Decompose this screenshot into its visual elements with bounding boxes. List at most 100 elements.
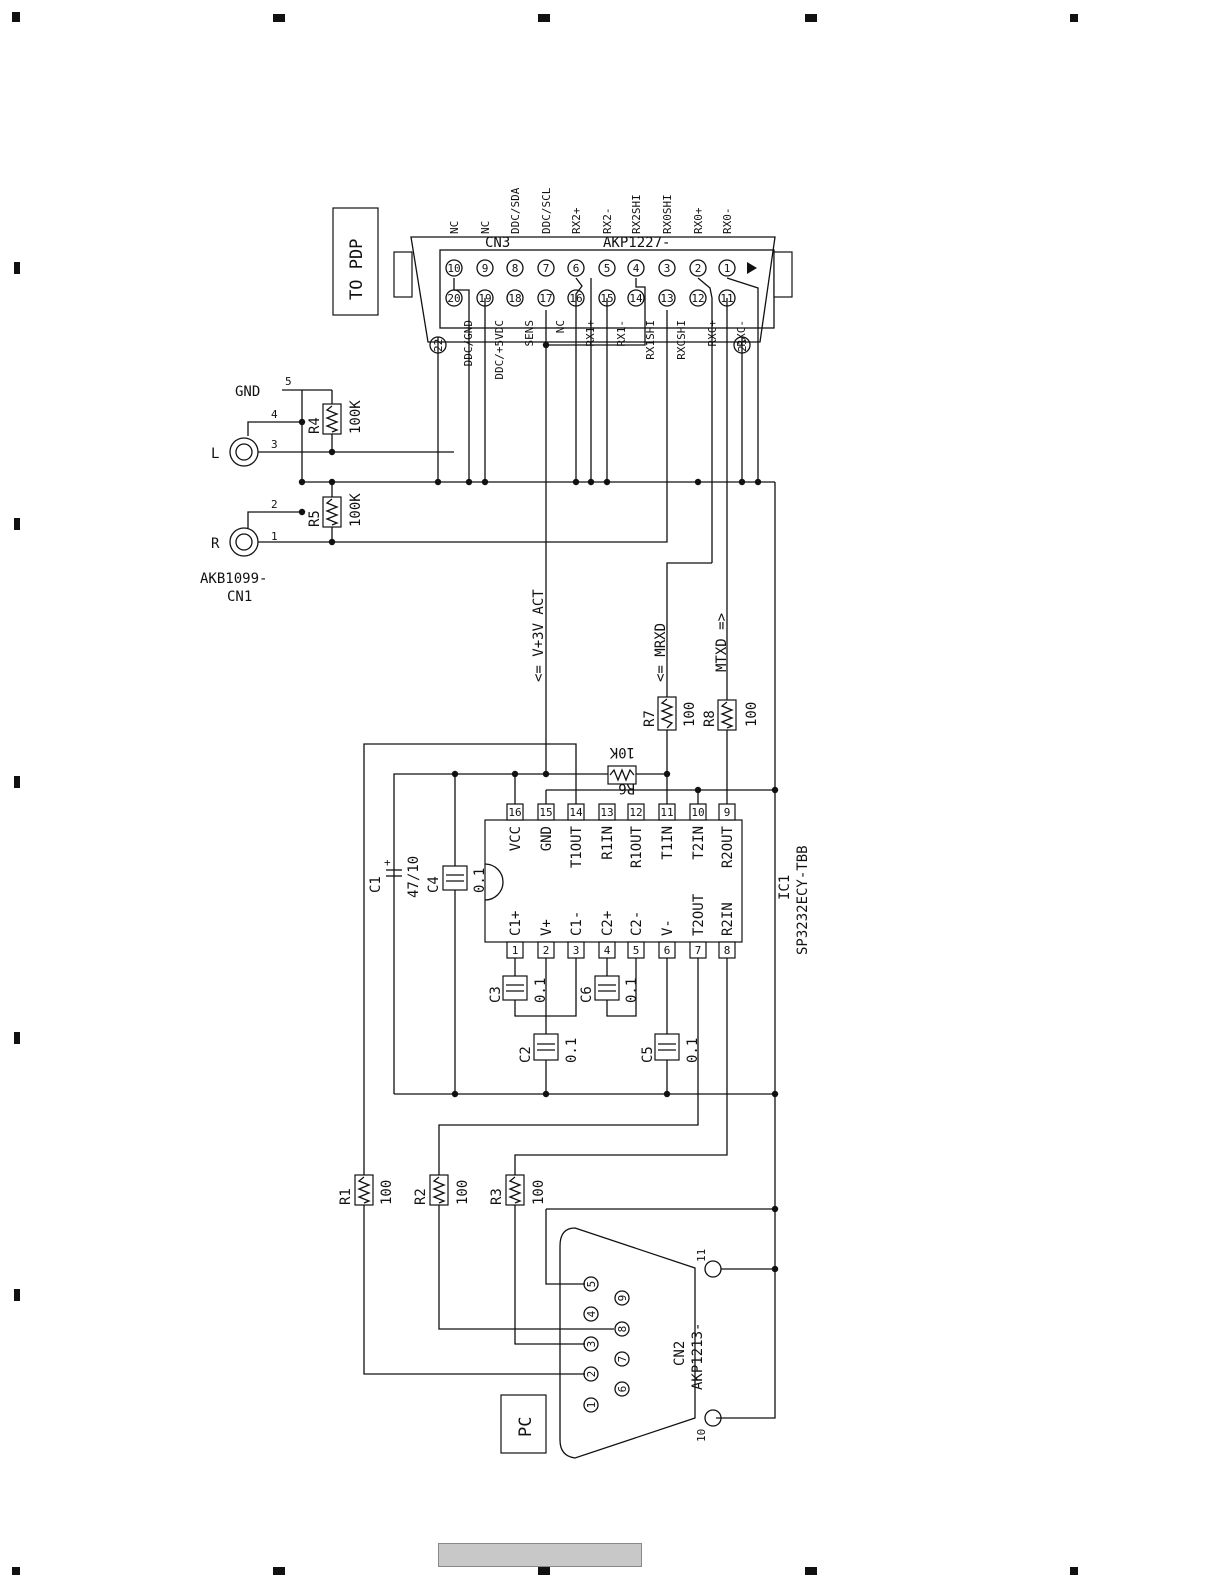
r4-ref: R4 <box>307 417 323 434</box>
r6: R6 10K <box>607 744 637 796</box>
cn3-pin-circle <box>476 259 494 277</box>
cn2-part: AKP1213- <box>690 1323 706 1390</box>
c1-ref: C1 <box>368 876 384 893</box>
ic1-pin-name: VCC <box>508 826 524 851</box>
registration-marks <box>12 12 1078 1575</box>
cn2-pin-circle <box>614 1321 630 1337</box>
ic1-pin-name: R2IN <box>720 902 736 936</box>
cn2-shell-pin-11-label: 11 <box>695 1249 708 1262</box>
cn3-signal-label: NC <box>554 320 567 333</box>
ic1-pin-number: 6 <box>664 944 671 957</box>
ic1-pin-number: 11 <box>660 806 673 819</box>
cn3-connector: TO PDP CN3 AKP1227- 10NC9NC8DDC/SDA7DDC/… <box>332 187 793 380</box>
cn2-pin-number: 3 <box>585 1341 598 1348</box>
ic1-pin-name: T2IN <box>691 826 707 860</box>
cn3-pin-circle <box>537 259 555 277</box>
ic1-pin-number: 14 <box>569 806 583 819</box>
r4-resistor <box>322 403 342 435</box>
cn1-jack: GND 5 4 3 2 1 L R AKB1099- CN1 R4 100K <box>200 375 454 605</box>
left-jack-icon <box>229 437 259 467</box>
cn3-pin-circle <box>598 259 616 277</box>
pc-label: PC <box>516 1417 536 1437</box>
cn3-signal-label: RX0SHI <box>661 194 674 234</box>
ic1-body <box>484 819 743 943</box>
pin1-indicator-icon <box>747 262 757 274</box>
cn1-pin-5: 5 <box>285 375 292 388</box>
cn3-pin-number: 1 <box>724 262 731 275</box>
ic1-pin-box <box>627 803 645 821</box>
cn3-left-ear <box>393 251 413 298</box>
cn2-shell-pin-10 <box>704 1409 722 1427</box>
cn1-left-label: L <box>211 446 219 462</box>
cn3-pin-circle <box>689 259 707 277</box>
cn3-right-ear <box>773 251 793 298</box>
ic1-notch <box>484 863 504 901</box>
r7-r8: R7 100 R8 100 <box>642 696 760 810</box>
r5-ref: R5 <box>307 510 323 527</box>
r8-resistor <box>717 699 737 731</box>
ic1-pin-number: 10 <box>691 806 704 819</box>
cn3-signal-label: RXC- <box>735 320 748 347</box>
ic1-pin-name: T1IN <box>660 826 676 860</box>
pc-box <box>500 1394 547 1454</box>
ic1-pin-name: C2- <box>629 911 645 936</box>
mtxd-signal-label: MTXD => <box>714 613 730 672</box>
ic1-pin-number: 9 <box>724 806 731 819</box>
cn3-pin-number: 7 <box>543 262 550 275</box>
c6-capacitor <box>594 975 620 1001</box>
cn3-signal-label: RX0- <box>721 208 734 235</box>
ic1-pin-number: 16 <box>508 806 521 819</box>
r1-ref: R1 <box>338 1188 354 1205</box>
r6-resistor <box>607 765 637 785</box>
cn2-shell-pin-11 <box>704 1260 722 1278</box>
r1-resistor <box>354 1174 374 1206</box>
r7-value: 100 <box>682 702 698 727</box>
c2-value: 0.1 <box>564 1038 580 1063</box>
cn3-signal-label: DDC/+5VDC <box>493 320 506 380</box>
cn2-pin-circle <box>583 1397 599 1413</box>
cn2-pin-number: 5 <box>585 1281 598 1288</box>
cn3-signal-label: RX2+ <box>570 207 583 234</box>
cn3-pin-number: 6 <box>573 262 580 275</box>
cn2-pin-number: 9 <box>616 1295 629 1302</box>
ic1-top-pins: 16VCC15GND14T1OUT13R1IN12R1OUT11T1IN10T2… <box>506 803 736 868</box>
r3-resistor <box>505 1174 525 1206</box>
cn3-signal-label: NC <box>448 221 461 234</box>
cn3-pin-circle <box>506 289 524 307</box>
cn3-pin-number: 5 <box>604 262 611 275</box>
ic1-pin-name: V+ <box>539 919 555 936</box>
cn3-pin-number: 18 <box>508 292 521 305</box>
cn3-pin-circle <box>627 289 645 307</box>
ic1-top-wiring <box>363 482 779 1419</box>
cn2-pin-number: 2 <box>585 1371 598 1378</box>
ic1-ref: IC1 <box>777 875 793 900</box>
c1-value: 47/10 <box>406 856 422 898</box>
cn3-pin-circle <box>506 259 524 277</box>
cn3-part: AKP1227- <box>603 235 670 251</box>
cn1-gnd-label: GND <box>235 384 260 400</box>
cn3-pin-number: 4 <box>633 262 640 275</box>
cn3-pin-circle <box>537 289 555 307</box>
ic1-part: SP3232ECY-TBB <box>795 845 811 955</box>
cn3-pin-number: 14 <box>629 292 643 305</box>
to-pdp-box <box>332 207 379 316</box>
ic1-pin-name: T2OUT <box>691 893 707 936</box>
cn1-pin-1: 1 <box>271 530 278 543</box>
ic1-pin-name: C1+ <box>508 911 524 936</box>
ic1-pin-name: T1OUT <box>569 825 585 868</box>
c3-ref: C3 <box>488 986 504 1003</box>
c5-capacitor <box>654 1033 680 1061</box>
cn3-pin-number: 20 <box>447 292 460 305</box>
ic1-pin-number: 12 <box>629 806 642 819</box>
cn3-signal-label: SENS <box>523 320 536 347</box>
cn3-top-pins: 10NC9NC8DDC/SDA7DDC/SCL6RX2+5RX2-4RX2SHI… <box>445 187 736 277</box>
r2-value: 100 <box>455 1180 471 1205</box>
to-pdp-label: TO PDP <box>347 239 367 300</box>
c6-ref: C6 <box>579 986 595 1003</box>
r6-value: 10K <box>609 744 635 760</box>
right-jack-icon <box>229 527 259 557</box>
ic1-pin-box <box>718 803 736 821</box>
cn3-pin-number: 12 <box>691 292 704 305</box>
cn1-part: AKB1099- <box>200 571 267 587</box>
